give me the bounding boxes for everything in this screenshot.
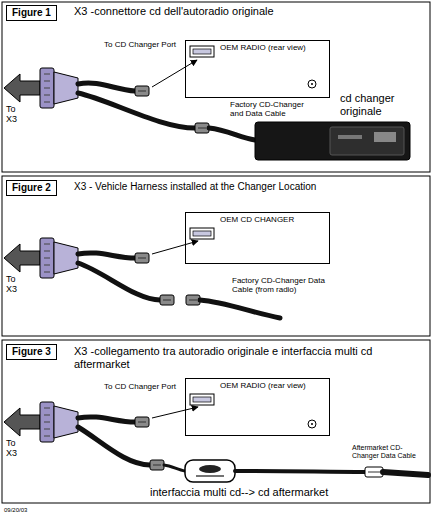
- note-text: X3 -collegamento tra autoradio originale…: [74, 345, 424, 370]
- device-name: OEM RADIO (rear view): [220, 381, 325, 390]
- connector-detail: [138, 422, 146, 423]
- callout-text: To X3: [6, 438, 22, 459]
- callout-text: To CD Changer Port: [104, 382, 184, 391]
- changer-port: [190, 228, 214, 239]
- plug-ridge: [44, 272, 50, 273]
- port-socket: [193, 397, 211, 402]
- connector-detail: [368, 472, 380, 473]
- radio-knob: [308, 420, 316, 428]
- device-box: OEM RADIO (rear view): [185, 378, 330, 436]
- radio-knob: [308, 80, 316, 88]
- callout-text: To X3: [6, 104, 22, 125]
- device-box: OEM CD CHANGER: [185, 212, 330, 264]
- connector-detail: [138, 258, 146, 259]
- figure-number: Figure 2: [12, 182, 51, 194]
- cable: [164, 465, 185, 471]
- figure-tag: Figure 3: [6, 344, 57, 360]
- pointer-arrow: [152, 241, 198, 254]
- multi-cd-interface: [185, 460, 235, 482]
- cable: [78, 83, 135, 91]
- x3-plug-face: [40, 238, 54, 278]
- plug-ridge: [44, 74, 50, 75]
- plug-ridge: [44, 429, 50, 430]
- port-socket: [193, 49, 211, 54]
- x3-plug-shell: [54, 406, 78, 438]
- callout-text: Aftermarket CD-Changer Data Cable: [352, 444, 428, 460]
- plug-ridge: [44, 251, 50, 252]
- changer-slot: [338, 135, 362, 139]
- plug-ridge: [44, 265, 50, 266]
- plug-ridge: [44, 88, 50, 89]
- plug-ridge: [44, 95, 50, 96]
- callout-text: Factory CD-Changer Data Cable (from radi…: [232, 276, 332, 294]
- callout-text: To CD Changer Port: [104, 40, 184, 49]
- cable-connector: [160, 295, 174, 305]
- x3-plug-shell: [54, 72, 78, 104]
- connector-detail: [189, 300, 197, 301]
- x3-plug-shell: [54, 242, 78, 274]
- direction-arrow: [4, 408, 40, 436]
- panel-frame: [2, 340, 430, 503]
- plug-ridge: [44, 415, 50, 416]
- pointer-arrow: [152, 407, 198, 418]
- cable: [78, 417, 135, 422]
- interface-logo-line: [196, 475, 224, 477]
- changer-port: [190, 46, 214, 57]
- figure-title: X3 - Vehicle Harness installed at the Ch…: [74, 181, 426, 193]
- connector-detail: [138, 91, 146, 92]
- panel-frame: [2, 176, 430, 336]
- device-name: OEM CD CHANGER: [220, 215, 325, 224]
- plug-ridge: [44, 258, 50, 259]
- plug-ridge: [44, 436, 50, 437]
- changer-badge: [374, 132, 396, 142]
- plug-ridge: [44, 102, 50, 103]
- direction-arrow: [4, 244, 40, 272]
- plug-ridge: [44, 81, 50, 82]
- cd-changer-unit: [255, 122, 410, 160]
- x3-plug-face: [40, 402, 54, 442]
- figure-number: Figure 3: [12, 346, 51, 358]
- cable-connector: [135, 253, 149, 263]
- cable: [235, 471, 365, 472]
- panel-frame: [2, 2, 430, 172]
- figure-tag: Figure 2: [6, 180, 57, 196]
- port-socket: [193, 231, 211, 236]
- cable-connector: [135, 417, 149, 427]
- cable: [383, 472, 428, 475]
- plug-ridge: [44, 422, 50, 423]
- figure-number: Figure 1: [12, 7, 51, 19]
- pointer-arrow: [152, 60, 197, 87]
- radio-knob-dot: [311, 83, 313, 85]
- direction-arrow: [4, 74, 40, 102]
- changer-door: [330, 127, 404, 155]
- callout-text: To X3: [6, 274, 22, 295]
- cable: [78, 253, 135, 258]
- cable: [209, 128, 255, 140]
- cable-connector: [135, 86, 149, 96]
- cable: [78, 93, 195, 128]
- plug-ridge: [44, 244, 50, 245]
- callout-text: Factory CD-Changer and Data Cable: [230, 100, 314, 118]
- changer-port: [190, 394, 214, 405]
- connector-detail: [163, 300, 171, 301]
- radio-knob-dot: [311, 423, 313, 425]
- figure-tag: Figure 1: [6, 5, 57, 21]
- x3-plug-face: [40, 68, 54, 108]
- note-text: X3 -connettore cd dell'autoradio origina…: [74, 5, 426, 18]
- device-name: OEM RADIO (rear view): [220, 43, 325, 52]
- cable: [78, 263, 160, 300]
- plug-ridge: [44, 408, 50, 409]
- cable: [200, 300, 280, 318]
- date-stamp: 09/20/03: [4, 507, 64, 514]
- device-box: OEM RADIO (rear view): [185, 40, 330, 98]
- cable-connector: [150, 460, 164, 470]
- connector-detail: [153, 465, 161, 466]
- cable: [78, 427, 150, 465]
- interface-logo: [199, 465, 221, 473]
- note-text: interfaccia multi cd--> cd aftermarket: [150, 486, 420, 499]
- connector-detail: [198, 128, 206, 129]
- note-text: cd changer originale: [340, 92, 406, 117]
